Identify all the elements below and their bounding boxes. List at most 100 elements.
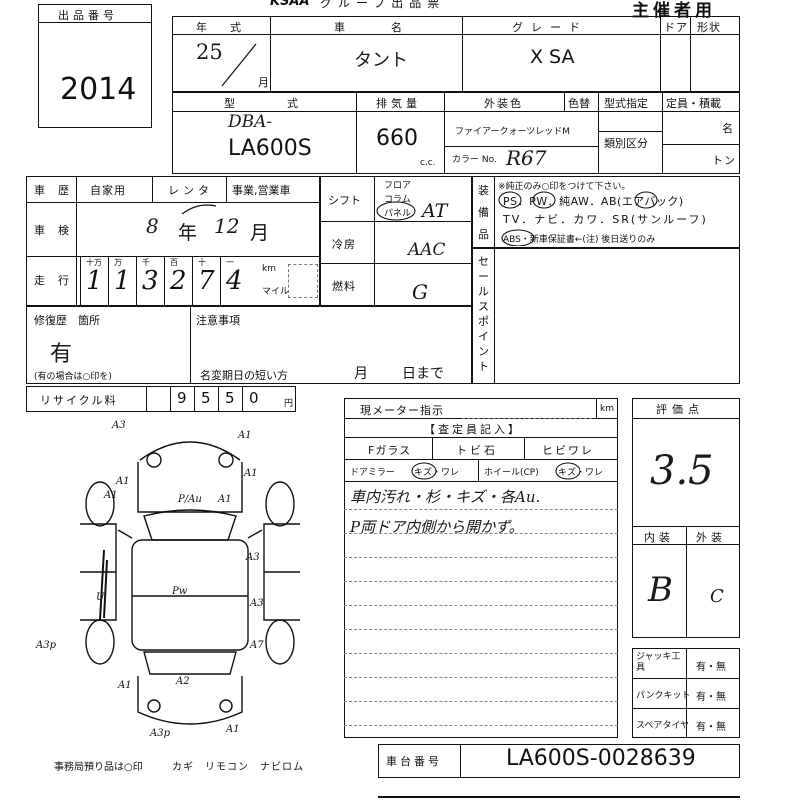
exterior-label: 外装 [696,531,726,544]
wheel-options: キズ・ワレ [558,468,604,478]
specs-block [320,176,472,306]
mirror-label: ドアミラー [350,468,395,478]
spare-tire-label: スペアタイヤ [636,721,690,731]
mileage-label: 走 行 [34,274,70,287]
year-value: 25 [196,40,223,64]
type-designation-label: 型式指定 [604,97,648,110]
model-value: LA600S [228,136,312,161]
damage-mark: Pw [172,586,188,597]
form-label: 形状 [697,21,721,34]
mileage-digit: 1 [86,266,103,296]
mileage-cell [136,256,164,306]
repair-label: 修復歴 箇所 [34,314,100,327]
remark-line [344,725,618,726]
mileage-digit: 1 [114,266,131,296]
remark-line [344,533,618,534]
glass-label: Fガラス [368,444,412,457]
equipment-block [472,176,740,248]
remark-line [344,509,618,510]
mileage-cell [108,256,136,306]
displacement-value: 660 [376,126,418,151]
damage-mark: A1 [226,724,240,735]
sales-point-block [472,248,740,384]
repair-note: (有の場合は○印を) [34,372,112,382]
model-prefix: DBA- [228,112,273,132]
mileage-place-label: 十万 [86,258,102,267]
damage-mark: A1 [244,468,258,479]
recycle-digit: 5 [201,389,211,407]
class-label: 類別区分 [604,137,648,150]
jack-yes-no: 有・無 [696,662,726,673]
inspection-month: 12 [214,214,240,238]
inspector-title: 【査定員記入】 [424,423,522,436]
meter-unit: km [600,404,614,414]
mileage-digit: 2 [170,266,187,296]
remark-line [344,677,618,678]
mileage-cell [164,256,192,306]
equipment-label: 装備品 [478,184,490,241]
damage-mark: A3p [36,640,56,651]
mileage-place-label: 千 [142,258,150,267]
damage-mark: P/Au [178,494,202,505]
remark-line [344,557,618,558]
capacity-unit: 名 [722,122,734,135]
remark-line [344,701,618,702]
inspection-year-unit: 年 [178,222,199,244]
form-title: グループ出品票 [320,0,446,10]
grade-label: グレード [512,21,588,34]
equipment-line-3: ABS・新車保証書←(注) 後日送りのみ [503,235,656,245]
door-label: ドア [664,21,688,34]
mileage-cell [80,256,108,306]
usage-private: 自家用 [90,184,126,197]
ac-label: 冷房 [332,238,356,251]
shift-value: AT [422,200,448,222]
footer-note: 事務局預り品は○印 [54,762,143,773]
sales-point-label: セールスポイント [478,255,490,373]
crack-label: ヒビワレ [542,444,594,457]
damage-mark: A1 [104,490,118,501]
damage-mark: A1 [118,680,132,691]
fuel-label: 燃料 [332,280,356,293]
lot-number-box [38,4,152,128]
mileage-place-label: 百 [170,258,178,267]
equipment-line-2: TV．ナビ．カワ．SR(サンルーフ) [503,213,708,226]
damage-mark: A2 [176,676,190,687]
recycle-cell [170,386,194,412]
year-month-unit: 月 [258,76,270,89]
ton-unit: トン [712,154,736,167]
inspection-year: 8 [146,214,159,238]
damage-mark: A7 [250,640,264,651]
usage-business: 事業,営業車 [232,184,291,197]
mileage-mile-unit: マイル [262,287,290,297]
mileage-place-label: 十 [198,258,206,267]
shift-option-floor: フロア [384,181,412,191]
repair-value: 有 [50,342,73,367]
score-label: 評価点 [656,403,704,416]
recycle-cell [242,386,266,412]
recycle-cell [194,386,218,412]
chassis-number: LA600S-0028639 [506,746,696,771]
spare-yes-no: 有・無 [696,722,726,733]
year-label: 年 式 [196,21,247,34]
recycle-digit: 0 [249,389,259,407]
grade-value: X SA [530,46,575,68]
damage-mark: A3p [150,728,170,739]
recycle-cell [218,386,242,412]
mileage-km-unit: km [262,264,276,274]
exterior-score: C [710,586,724,607]
fuel-value: G [412,280,428,304]
recycle-label: リサイクル料 [40,394,118,407]
inspection-label: 車 検 [34,224,70,237]
puncture-kit-label: パンクキット [636,691,691,701]
recycle-digit: 5 [225,389,235,407]
shift-option-column: コラム [384,195,411,205]
mileage-cell [192,256,220,306]
color-code-value: R67 [506,146,547,170]
mileage-digit: 4 [226,266,243,296]
car-damage-diagram [80,441,300,725]
mileage-check-box [288,264,318,298]
notes-month-unit: 月 [354,366,369,382]
car-name-label: 車 名 [334,21,410,34]
inspector-remark-2: P両ドア内側から開かず。 [350,518,524,536]
equipment-note: ※純正のみ○印をつけて下さい。 [498,182,631,192]
